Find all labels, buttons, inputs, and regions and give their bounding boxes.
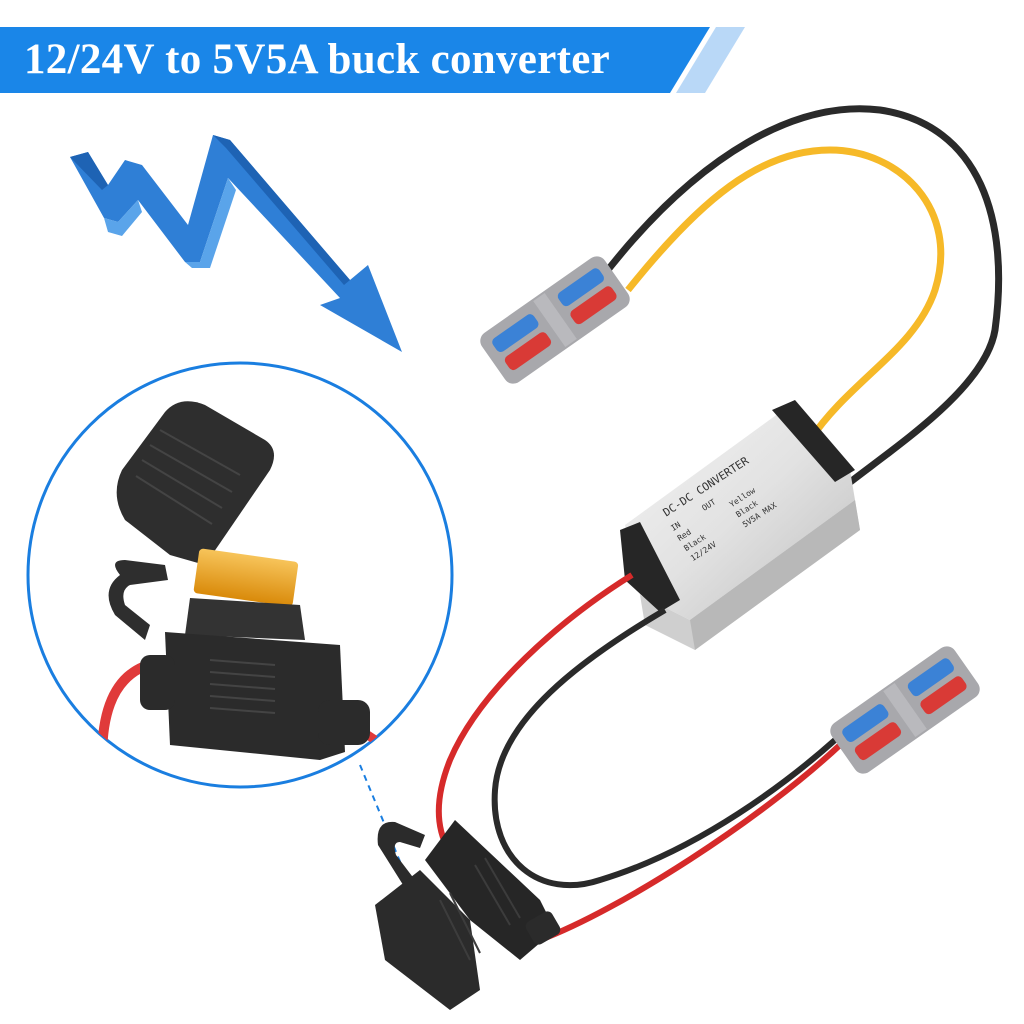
title-banner: 12/24V to 5V5A buck converter (0, 27, 745, 93)
dc-dc-converter: DC-DC CONVERTER IN OUT Red Black 12/24V … (620, 400, 860, 650)
output-positive-wire (625, 146, 945, 442)
output-negative-wire (597, 105, 1003, 493)
top-lever-connector (480, 256, 630, 384)
inline-fuse-holder (375, 820, 561, 1010)
banner-title: 12/24V to 5V5A buck converter (24, 36, 610, 83)
input-positive-wire (435, 572, 843, 943)
banner-shape (0, 27, 745, 93)
converter-label-in: IN (669, 520, 682, 533)
input-negative-wire (491, 607, 837, 889)
fuse-holder-callout (26, 361, 454, 789)
downward-trend-arrow-icon (70, 135, 402, 352)
bottom-lever-connector (830, 646, 980, 774)
